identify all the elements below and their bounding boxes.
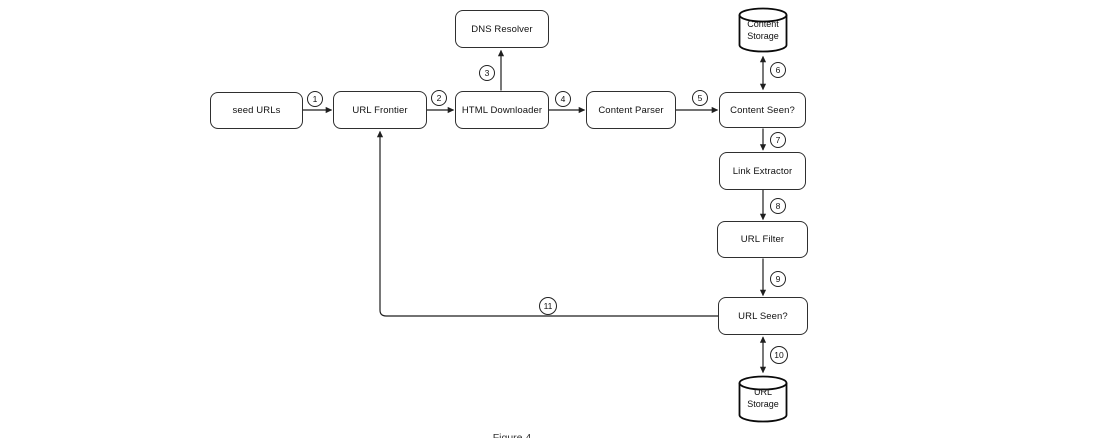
url-storage-line1: URL — [753, 387, 772, 397]
step-badge-11: 11 — [539, 297, 557, 315]
svg-text:5: 5 — [698, 93, 703, 103]
svg-text:8: 8 — [776, 201, 781, 211]
step-badge-3: 3 — [479, 65, 495, 81]
svg-text:4: 4 — [561, 94, 566, 104]
step-badge-9: 9 — [770, 271, 786, 287]
url-storage-cylinder — [738, 375, 788, 423]
svg-text:10: 10 — [774, 350, 784, 360]
node-url-filter: URL Filter — [717, 221, 808, 258]
content-storage-label: Content Storage — [739, 19, 787, 42]
step-badge-4: 4 — [555, 91, 571, 107]
svg-text:7: 7 — [776, 135, 781, 145]
arrow-step-11-feedback — [376, 130, 718, 317]
node-content-parser: Content Parser — [586, 91, 676, 129]
node-html-downloader: HTML Downloader — [455, 91, 549, 129]
step-badge-7: 7 — [770, 132, 786, 148]
svg-text:9: 9 — [776, 274, 781, 284]
node-url-seen: URL Seen? — [718, 297, 808, 335]
node-url-frontier: URL Frontier — [333, 91, 427, 129]
svg-text:11: 11 — [544, 301, 553, 311]
content-storage-line2: Storage — [747, 30, 779, 41]
step-badge-5: 5 — [692, 90, 708, 106]
figure-caption: Figure 4 — [492, 432, 532, 438]
svg-text:1: 1 — [313, 94, 318, 104]
svg-text:2: 2 — [437, 93, 442, 103]
content-storage-line1: Content — [747, 19, 779, 29]
node-dns-resolver: DNS Resolver — [455, 10, 549, 48]
svg-text:3: 3 — [485, 68, 490, 78]
node-content-seen: Content Seen? — [719, 92, 806, 128]
step-badge-8: 8 — [770, 198, 786, 214]
content-storage-cylinder — [738, 7, 788, 53]
url-storage-line2: Storage — [747, 398, 779, 409]
step-badge-6: 6 — [770, 62, 786, 78]
step-badge-1: 1 — [307, 91, 323, 107]
step-badge-2: 2 — [431, 90, 447, 106]
node-link-extractor: Link Extractor — [719, 152, 806, 190]
step-badge-10: 10 — [770, 346, 788, 364]
node-seed-urls: seed URLs — [210, 92, 303, 129]
url-storage-label: URL Storage — [739, 387, 787, 410]
svg-text:6: 6 — [776, 65, 781, 75]
